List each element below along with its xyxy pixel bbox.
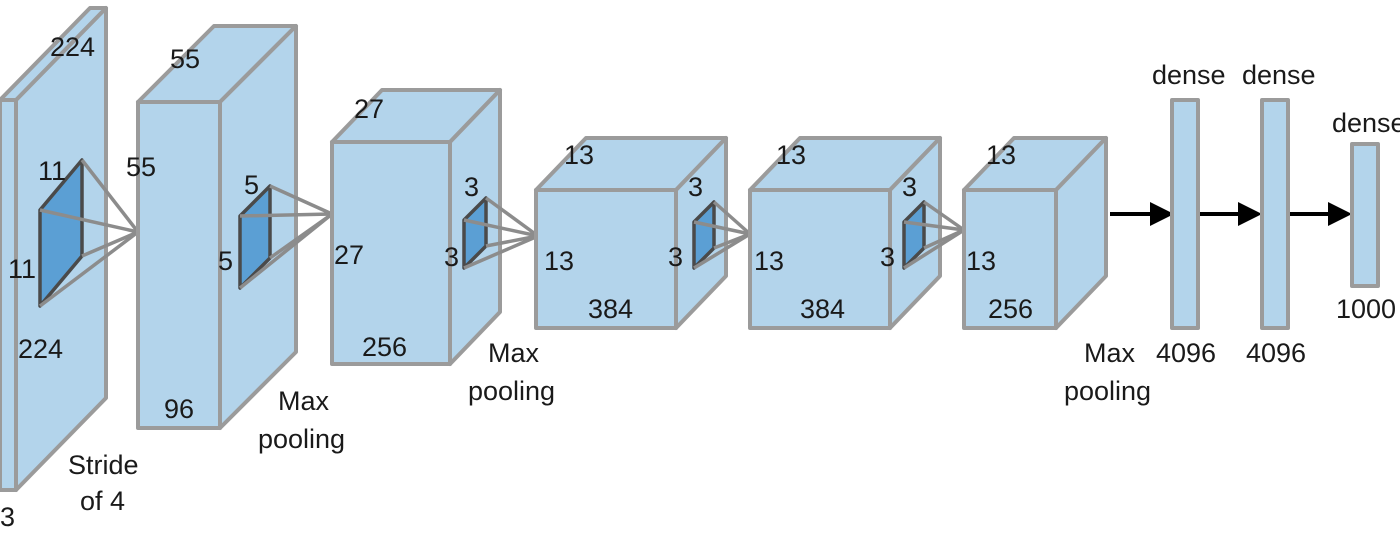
kernel5-width-label: 3: [880, 242, 895, 272]
pool3-label-line2: pooling: [1064, 376, 1151, 406]
conv2-width-label: 27: [334, 240, 364, 270]
arrowhead-icon: [1328, 202, 1352, 226]
kernel-3-c: [902, 200, 966, 270]
conv3-width-label: 13: [544, 246, 574, 276]
conv4-block-front: [748, 188, 892, 330]
conv2-depth-label: 256: [362, 332, 407, 362]
conv1-block-front: [136, 100, 222, 430]
dense2-block: [1260, 98, 1290, 330]
conv3-height-label: 13: [564, 140, 594, 170]
kernel-5: [238, 184, 334, 290]
conv3-block: [534, 136, 728, 330]
kernel4-width-label: 3: [668, 242, 683, 272]
arrow-2: [1198, 202, 1262, 226]
conv3-depth-label: 384: [588, 294, 633, 324]
projection-line: [712, 200, 752, 236]
conv5-width-label: 13: [966, 246, 996, 276]
projection-line: [693, 220, 751, 236]
pool1-label-line1: Max: [278, 386, 330, 416]
conv1-width-label: 55: [126, 152, 156, 182]
conv1-block: [136, 24, 298, 430]
projection-line: [239, 212, 333, 218]
arrow-1: [1110, 202, 1174, 226]
projection-line: [463, 218, 539, 238]
projection-line: [80, 158, 140, 234]
dense1-block: [1170, 98, 1200, 330]
pool2-label-line1: Max: [488, 338, 540, 368]
arrowhead-icon: [1238, 202, 1262, 226]
projection-line: [238, 212, 334, 290]
projection-line: [38, 230, 140, 308]
projection-line: [39, 208, 139, 234]
arrowhead-icon: [1150, 202, 1174, 226]
dense3-title: dense: [1332, 108, 1400, 138]
input-height-label: 224: [50, 32, 95, 62]
pool3-label-line1: Max: [1084, 338, 1136, 368]
projection-line: [485, 234, 539, 248]
input-depth-label: 3: [0, 502, 15, 532]
conv3-block-front: [534, 188, 678, 330]
projection-line: [81, 230, 139, 258]
stride-label-line1: Stride: [68, 450, 139, 480]
dense1-title: dense: [1152, 60, 1226, 90]
projection-line: [269, 184, 333, 216]
projection-line: [693, 232, 751, 270]
dense2-title: dense: [1242, 60, 1316, 90]
pool2-label-line2: pooling: [468, 376, 555, 406]
conv1-depth-label: 96: [164, 394, 194, 424]
kernel1-width-label: 11: [8, 254, 36, 284]
conv4-height-label: 13: [776, 140, 806, 170]
projection-line: [484, 196, 540, 238]
dense3-size: 1000: [1336, 294, 1396, 324]
kernel-3-a: [462, 196, 540, 270]
conv4-depth-label: 384: [800, 294, 845, 324]
dense1-size: 4096: [1156, 338, 1216, 368]
stride-label-line2: of 4: [80, 486, 125, 516]
conv2-height-label: 27: [354, 94, 384, 124]
conv1-height-label: 55: [170, 44, 200, 74]
conv5-block: [962, 136, 1108, 330]
dense3-block: [1350, 142, 1380, 288]
kernel3-height-label: 3: [464, 172, 479, 202]
conv5-block-front: [962, 188, 1058, 330]
kernel1-height-label: 11: [38, 156, 66, 186]
input-width-label: 224: [18, 334, 63, 364]
input-block-front: [0, 98, 18, 492]
projection-line: [903, 220, 965, 232]
dense2-size: 4096: [1246, 338, 1306, 368]
projection-line: [463, 234, 539, 270]
conv4-width-label: 13: [754, 246, 784, 276]
kernel3-width-label: 3: [444, 242, 459, 272]
kernel-11-face: [38, 158, 84, 308]
kernel2-width-label: 5: [218, 246, 233, 276]
kernel5-height-label: 3: [902, 172, 917, 202]
projection-line: [903, 228, 965, 270]
conv5-depth-label: 256: [988, 294, 1033, 324]
pool1-label-line2: pooling: [258, 424, 345, 454]
kernel-3-b: [692, 200, 752, 270]
projection-line: [922, 200, 966, 232]
kernel4-height-label: 3: [688, 172, 703, 202]
kernel-11: [38, 158, 140, 308]
kernel2-height-label: 5: [244, 170, 259, 200]
conv5-height-label: 13: [986, 140, 1016, 170]
conv2-block-front: [330, 140, 452, 366]
arrow-3: [1288, 202, 1352, 226]
